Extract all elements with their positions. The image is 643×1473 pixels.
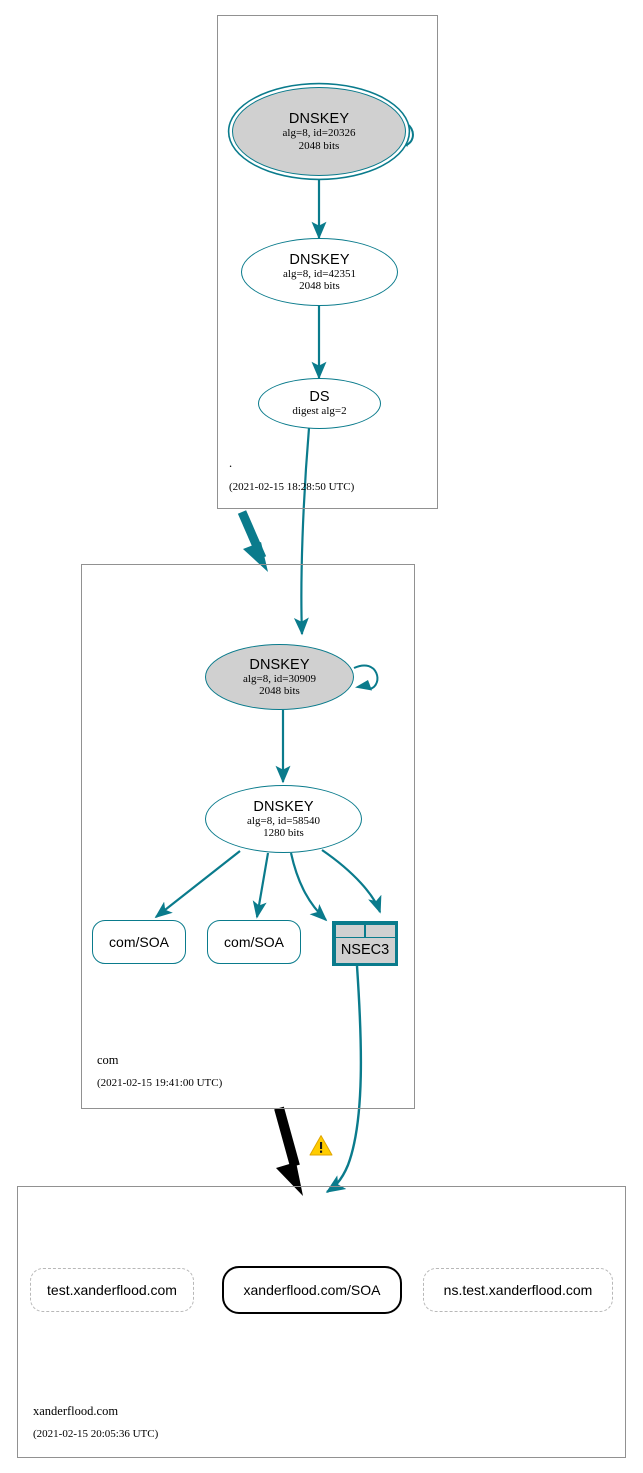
node-ns-test-xanderflood-com[interactable]: ns.test.xanderflood.com — [423, 1268, 613, 1312]
node-label: xanderflood.com/SOA — [243, 1282, 381, 1298]
zone-label-com-name: com — [97, 1053, 119, 1067]
node-label: com/SOA — [224, 934, 284, 950]
node-label: test.xanderflood.com — [47, 1282, 177, 1298]
edge-nsec3-to-xanderflood-zone — [325, 965, 363, 1193]
node-detail-alg-id: alg=8, id=58540 — [247, 814, 320, 827]
node-title: DNSKEY — [253, 798, 314, 815]
node-label: ns.test.xanderflood.com — [443, 1282, 593, 1298]
node-detail-alg-id: alg=8, id=30909 — [243, 672, 316, 685]
node-com-dnskey-ksk-30909[interactable]: DNSKEY alg=8, id=30909 2048 bits — [205, 644, 354, 710]
node-detail-alg-id: alg=8, id=42351 — [283, 267, 356, 280]
node-com-dnskey-zsk-58540[interactable]: DNSKEY alg=8, id=58540 1280 bits — [205, 785, 362, 853]
node-label: com/SOA — [109, 934, 169, 950]
node-detail-digest-alg: digest alg=2 — [292, 405, 347, 418]
zone-label-root-timestamp: (2021-02-15 18:28:50 UTC) — [229, 481, 355, 493]
edge-com-zsk-to-nsec3-a — [289, 852, 328, 922]
zone-label-com-timestamp: (2021-02-15 19:41:00 UTC) — [97, 1077, 223, 1089]
node-root-dnskey-ksk-20326[interactable]: DNSKEY alg=8, id=20326 2048 bits — [232, 87, 406, 176]
zone-box-root — [217, 15, 438, 509]
zone-label-xanderflood-timestamp: (2021-02-15 20:05:36 UTC) — [33, 1428, 159, 1440]
nsec3-cell-left — [335, 924, 365, 937]
edge-com-zsk-to-nsec3-b — [321, 849, 382, 914]
node-com-nsec3[interactable]: NSEC3 — [332, 921, 398, 966]
node-detail-alg-id: alg=8, id=20326 — [282, 127, 356, 139]
node-detail-keysize: 1280 bits — [263, 827, 304, 839]
zone-label-xanderflood-name: xanderflood.com — [33, 1404, 119, 1418]
edge-delegation-root-to-com — [237, 510, 268, 572]
node-title: DS — [309, 389, 330, 406]
warning-triangle-icon — [307, 1132, 335, 1163]
node-detail-keysize: 2048 bits — [259, 685, 300, 697]
edge-ds-to-com-ksk — [293, 427, 311, 636]
nsec3-cell-right — [365, 924, 395, 937]
node-title: DNSKEY — [288, 111, 350, 127]
node-detail-keysize: 2048 bits — [298, 139, 340, 152]
edge-com-ksk-self-loop — [353, 664, 379, 691]
node-detail-keysize: 2048 bits — [299, 280, 340, 292]
nsec3-label: NSEC3 — [335, 938, 395, 963]
node-test-xanderflood-com[interactable]: test.xanderflood.com — [30, 1268, 194, 1312]
node-com-soa-2[interactable]: com/SOA — [207, 920, 301, 964]
zone-box-com — [81, 564, 415, 1109]
edge-com-zsk-to-soa-2 — [252, 852, 270, 919]
node-root-ds[interactable]: DS digest alg=2 — [258, 378, 381, 429]
node-xanderflood-com-soa[interactable]: xanderflood.com/SOA — [222, 1266, 402, 1314]
node-title: DNSKEY — [249, 656, 310, 673]
zone-label-root-name: . — [229, 456, 233, 470]
edge-com-zsk-to-soa-1 — [154, 850, 241, 919]
node-root-dnskey-zsk-42351[interactable]: DNSKEY alg=8, id=42351 2048 bits — [241, 238, 398, 306]
node-title: DNSKEY — [289, 251, 350, 268]
nsec3-header-cells — [335, 924, 395, 937]
zone-box-xanderflood — [17, 1186, 626, 1458]
edge-delegation-com-to-xanderflood-bogus — [274, 1106, 303, 1196]
node-com-soa-1[interactable]: com/SOA — [92, 920, 186, 964]
